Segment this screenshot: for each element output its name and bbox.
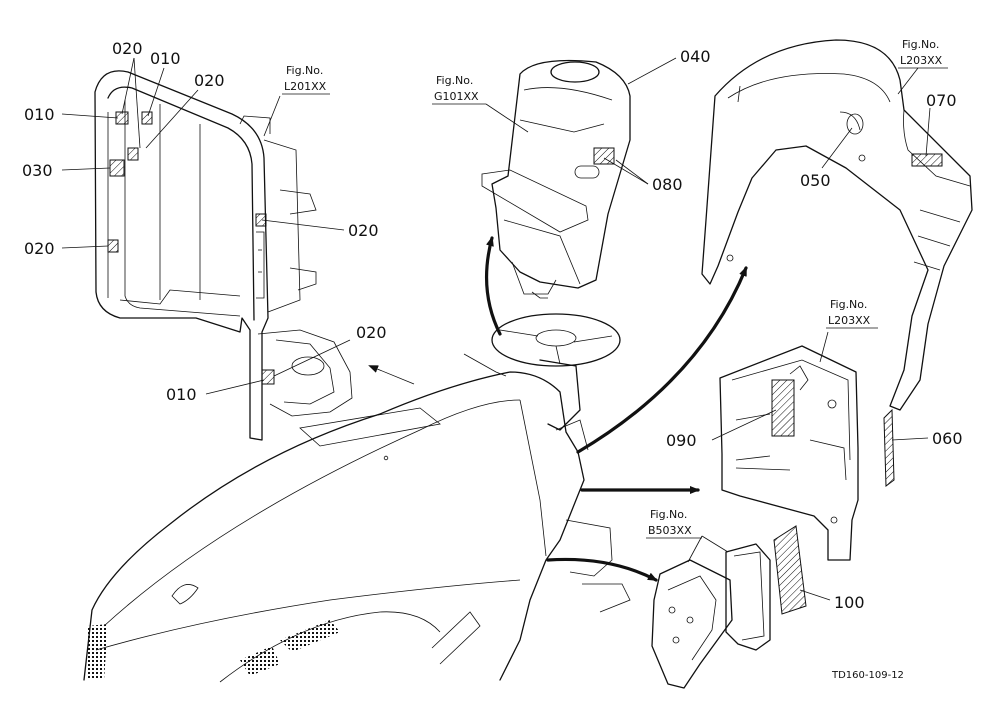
fig-label: Fig.No. <box>436 74 473 87</box>
fig-ref-l203-top: L203XX <box>900 54 943 67</box>
decal-020-a <box>127 147 139 161</box>
side-panel <box>719 345 895 561</box>
arrow-to-rear-fender <box>576 266 748 454</box>
callout-090: 090 <box>666 431 697 450</box>
assembly-arrows <box>368 236 748 582</box>
decal-010-c <box>261 369 275 385</box>
decal-020-c <box>255 213 267 227</box>
callout-010: 010 <box>24 105 55 124</box>
callout-070: 070 <box>926 91 957 110</box>
decal-090 <box>771 379 795 437</box>
callout-020: 020 <box>348 221 379 240</box>
decal-010-b <box>141 111 153 125</box>
left-fender-panel <box>94 70 353 441</box>
callout-100: 100 <box>834 593 865 612</box>
fig-ref-l201: L201XX <box>284 80 327 93</box>
callout-labels: 020 010 020 010 030 020 020 020 010 040 … <box>22 39 963 612</box>
callout-010: 010 <box>150 49 181 68</box>
arrow-to-bracket <box>546 557 658 582</box>
leader-lines <box>61 57 931 601</box>
bracket-assembly <box>651 525 807 689</box>
callout-060: 060 <box>932 429 963 448</box>
fig-ref-l203-mid: L203XX <box>828 314 871 327</box>
callout-020: 020 <box>194 71 225 90</box>
decal-100 <box>773 525 807 615</box>
drawing-code: TD160-109-12 <box>831 670 904 681</box>
decal-060 <box>883 408 895 487</box>
decal-070 <box>911 153 943 167</box>
fig-label: Fig.No. <box>286 64 323 77</box>
dash-panel <box>481 59 631 299</box>
figure-references: Fig.No. L201XX Fig.No. G101XX Fig.No. L2… <box>282 38 948 539</box>
callout-010: 010 <box>166 385 197 404</box>
callout-080: 080 <box>652 175 683 194</box>
decal-020-b <box>107 239 119 253</box>
callout-020: 020 <box>24 239 55 258</box>
decal-030 <box>109 159 125 177</box>
callout-050: 050 <box>800 171 831 190</box>
callout-040: 040 <box>680 47 711 66</box>
fig-label: Fig.No. <box>650 508 687 521</box>
callout-020: 020 <box>356 323 387 342</box>
decal-080 <box>593 147 615 165</box>
fig-ref-g101: G101XX <box>434 90 479 103</box>
arrow-to-dash-panel <box>484 236 502 336</box>
arrow-to-left-panel <box>368 365 415 385</box>
callout-030: 030 <box>22 161 53 180</box>
tractor-body <box>83 313 631 683</box>
fig-ref-b503: B503XX <box>648 524 692 537</box>
fig-label: Fig.No. <box>902 38 939 51</box>
steering-wheel <box>491 313 621 367</box>
callout-020: 020 <box>112 39 143 58</box>
fig-label: Fig.No. <box>830 298 867 311</box>
rear-fender-cover <box>701 39 973 411</box>
